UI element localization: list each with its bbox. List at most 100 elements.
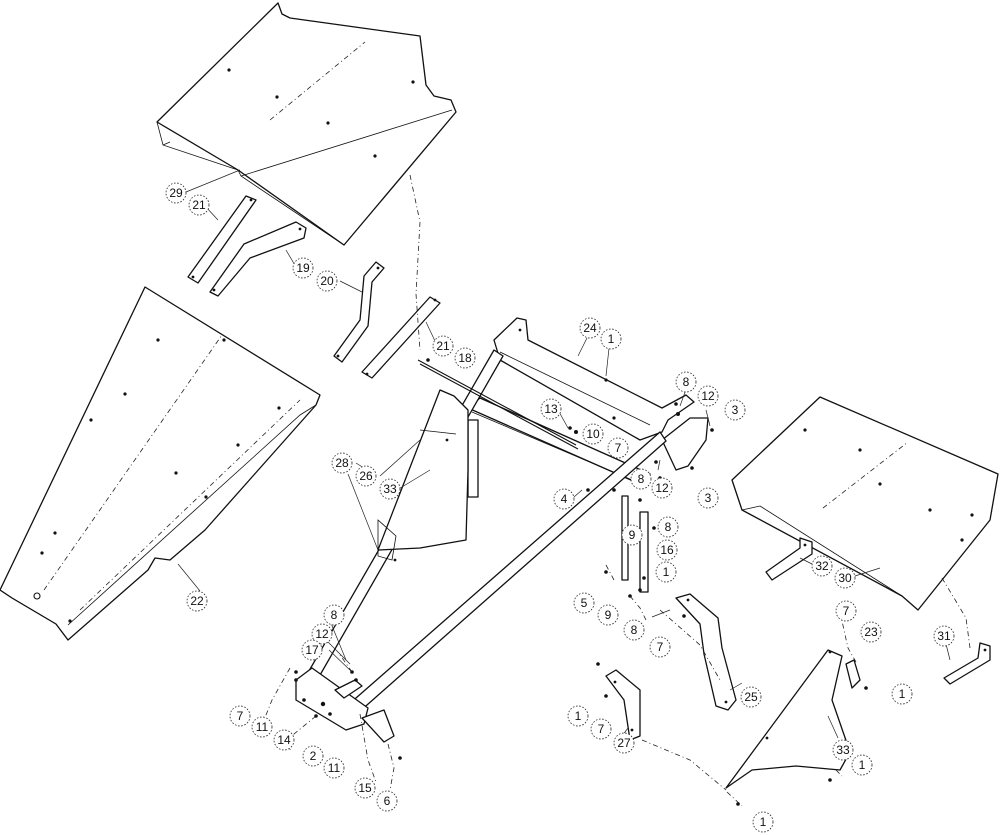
callout-1: 1 xyxy=(600,328,622,350)
svg-text:16: 16 xyxy=(660,543,674,557)
hardware-dots xyxy=(294,358,868,806)
svg-text:32: 32 xyxy=(815,559,829,573)
svg-text:8: 8 xyxy=(683,375,690,389)
svg-text:10: 10 xyxy=(586,427,600,441)
callout-12: 12 xyxy=(311,623,333,645)
svg-text:23: 23 xyxy=(864,625,878,639)
callout-33: 33 xyxy=(379,478,401,500)
svg-text:33: 33 xyxy=(836,743,850,757)
callout-29: 29 xyxy=(165,182,187,204)
svg-text:2: 2 xyxy=(310,749,317,763)
callout-20: 20 xyxy=(316,270,338,292)
svg-text:20: 20 xyxy=(320,274,334,288)
callout-3: 3 xyxy=(697,487,719,509)
callout-24: 24 xyxy=(579,317,601,339)
callout-12: 12 xyxy=(697,385,719,407)
bracket-27 xyxy=(605,669,641,741)
callout-3: 3 xyxy=(724,399,746,421)
svg-text:1: 1 xyxy=(608,332,615,346)
brace-33-right xyxy=(725,649,861,789)
bracket-21-upper xyxy=(187,195,257,284)
callout-18: 18 xyxy=(454,347,476,369)
callout-8: 8 xyxy=(323,604,345,626)
callout-12: 12 xyxy=(651,477,673,499)
svg-text:1: 1 xyxy=(760,815,767,829)
callout-1: 1 xyxy=(655,561,677,583)
callout-15: 15 xyxy=(354,777,376,799)
callout-27: 27 xyxy=(613,732,635,754)
callout-16: 16 xyxy=(656,539,678,561)
callout-2: 2 xyxy=(302,745,324,767)
callout-7: 7 xyxy=(229,705,251,727)
svg-text:19: 19 xyxy=(296,261,310,275)
svg-text:1: 1 xyxy=(663,565,670,579)
callout-22: 22 xyxy=(186,590,208,612)
svg-text:8: 8 xyxy=(631,623,638,637)
frame-24 xyxy=(467,317,709,487)
callout-13: 13 xyxy=(540,398,562,420)
svg-text:4: 4 xyxy=(561,492,568,506)
callout-25: 25 xyxy=(740,686,762,708)
svg-text:11: 11 xyxy=(256,720,269,734)
bracket-21-lower xyxy=(361,296,441,379)
callout-28: 28 xyxy=(331,452,353,474)
callout-11: 11 xyxy=(251,716,273,738)
callout-33: 33 xyxy=(832,739,854,761)
svg-text:8: 8 xyxy=(665,520,672,534)
svg-text:9: 9 xyxy=(629,528,636,542)
svg-text:27: 27 xyxy=(617,736,631,750)
svg-text:3: 3 xyxy=(732,403,739,417)
svg-text:8: 8 xyxy=(638,472,645,486)
svg-text:8: 8 xyxy=(331,608,338,622)
svg-text:13: 13 xyxy=(544,402,558,416)
bracket-19 xyxy=(209,221,307,297)
svg-text:7: 7 xyxy=(843,604,850,618)
callout-7: 7 xyxy=(607,437,629,459)
callout-7: 7 xyxy=(835,600,857,622)
svg-text:11: 11 xyxy=(328,761,341,775)
bracket-20 xyxy=(333,261,385,363)
svg-text:5: 5 xyxy=(581,596,588,610)
callout-6: 6 xyxy=(376,790,398,812)
callout-8: 8 xyxy=(630,468,652,490)
callout-7: 7 xyxy=(590,718,612,740)
callout-19: 19 xyxy=(292,257,314,279)
callout-8: 8 xyxy=(657,516,679,538)
svg-text:12: 12 xyxy=(315,627,329,641)
callout-9: 9 xyxy=(621,524,643,546)
svg-text:21: 21 xyxy=(192,198,206,212)
callout-21: 21 xyxy=(432,335,454,357)
callout-1: 1 xyxy=(851,754,873,776)
callouts: 29 21 19 20 21 18 24 1 8 12 3 13 10 7 8 … xyxy=(165,182,955,833)
hood-panel-30 xyxy=(731,396,999,611)
callout-26: 26 xyxy=(355,465,377,487)
callout-1: 1 xyxy=(891,683,913,705)
callout-9: 9 xyxy=(597,604,619,626)
svg-text:18: 18 xyxy=(458,351,472,365)
callout-17: 17 xyxy=(301,639,323,661)
svg-text:9: 9 xyxy=(605,608,612,622)
svg-text:26: 26 xyxy=(359,469,373,483)
bracket-31 xyxy=(943,642,991,685)
svg-text:1: 1 xyxy=(859,758,866,772)
svg-text:21: 21 xyxy=(436,339,450,353)
svg-text:12: 12 xyxy=(655,481,669,495)
callout-32: 32 xyxy=(811,555,833,577)
svg-text:12: 12 xyxy=(701,389,715,403)
svg-text:29: 29 xyxy=(169,186,183,200)
callout-5: 5 xyxy=(573,592,595,614)
svg-text:33: 33 xyxy=(383,482,397,496)
callout-21: 21 xyxy=(188,194,210,216)
callout-8: 8 xyxy=(675,371,697,393)
side-panel-22 xyxy=(0,286,321,641)
brace-26 xyxy=(377,389,469,562)
svg-text:7: 7 xyxy=(237,709,244,723)
callout-4: 4 xyxy=(553,488,575,510)
svg-text:1: 1 xyxy=(575,709,582,723)
callout-7: 7 xyxy=(649,636,671,658)
svg-text:17: 17 xyxy=(305,643,319,657)
svg-text:25: 25 xyxy=(744,690,758,704)
callout-31: 31 xyxy=(933,625,955,647)
svg-text:1: 1 xyxy=(899,687,906,701)
